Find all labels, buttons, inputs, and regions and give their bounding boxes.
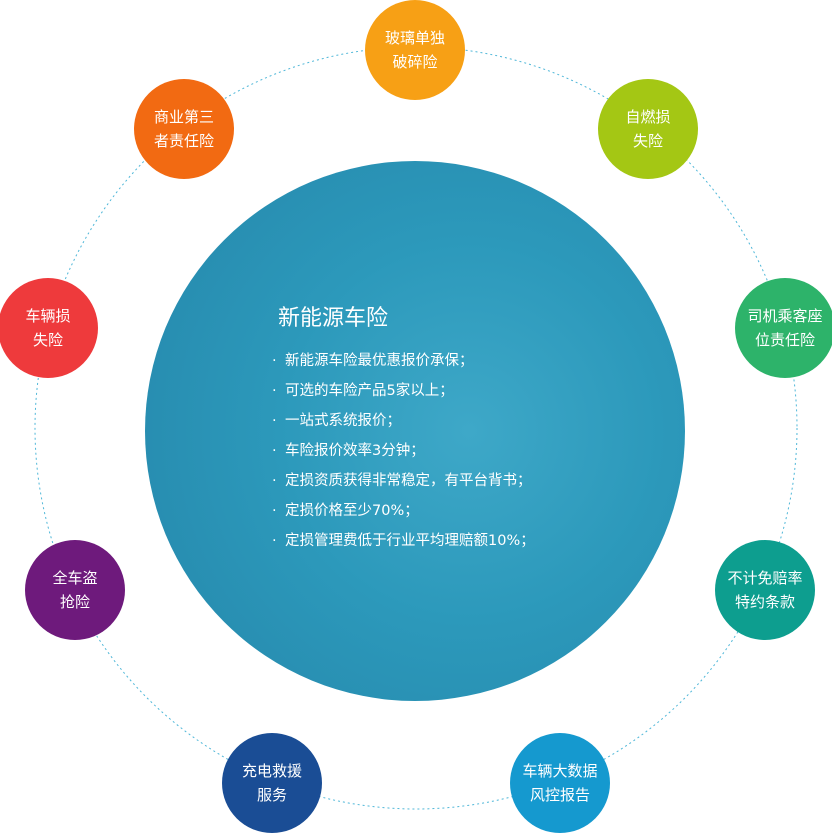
bullet: · xyxy=(272,503,277,519)
bullet: · xyxy=(272,473,277,489)
node-third-party-liability: 商业第三者责任险 xyxy=(134,79,234,179)
feature-list: ·新能源车险最优惠报价承保； ·可选的车险产品5家以上； ·一站式系统报价； ·… xyxy=(272,350,535,560)
feature-item: ·一站式系统报价； xyxy=(272,410,535,440)
bullet: · xyxy=(272,533,277,549)
bullet: · xyxy=(272,383,277,399)
node-no-deductible: 不计免赔率特约条款 xyxy=(715,540,815,640)
feature-item: ·定损管理费低于行业平均理赔额10%； xyxy=(272,530,535,560)
feature-item: ·可选的车险产品5家以上； xyxy=(272,380,535,410)
node-theft-robbery: 全车盗抢险 xyxy=(25,540,125,640)
feature-item: ·定损价格至少70%； xyxy=(272,500,535,530)
node-glass-breakage: 玻璃单独破碎险 xyxy=(365,0,465,100)
node-vehicle-damage: 车辆损失险 xyxy=(0,278,98,378)
feature-item: ·车险报价效率3分钟； xyxy=(272,440,535,470)
node-charging-rescue: 充电救援服务 xyxy=(222,733,322,833)
feature-item: ·定损资质获得非常稳定，有平台背书； xyxy=(272,470,535,500)
node-spontaneous-combustion: 自燃损失险 xyxy=(598,79,698,179)
center-title: 新能源车险 xyxy=(278,306,389,331)
bullet: · xyxy=(272,443,277,459)
feature-item: ·新能源车险最优惠报价承保； xyxy=(272,350,535,380)
node-driver-passenger: 司机乘客座位责任险 xyxy=(735,278,832,378)
node-big-data-report: 车辆大数据风控报告 xyxy=(510,733,610,833)
bullet: · xyxy=(272,413,277,429)
bullet: · xyxy=(272,353,277,369)
center-circle xyxy=(145,161,685,701)
